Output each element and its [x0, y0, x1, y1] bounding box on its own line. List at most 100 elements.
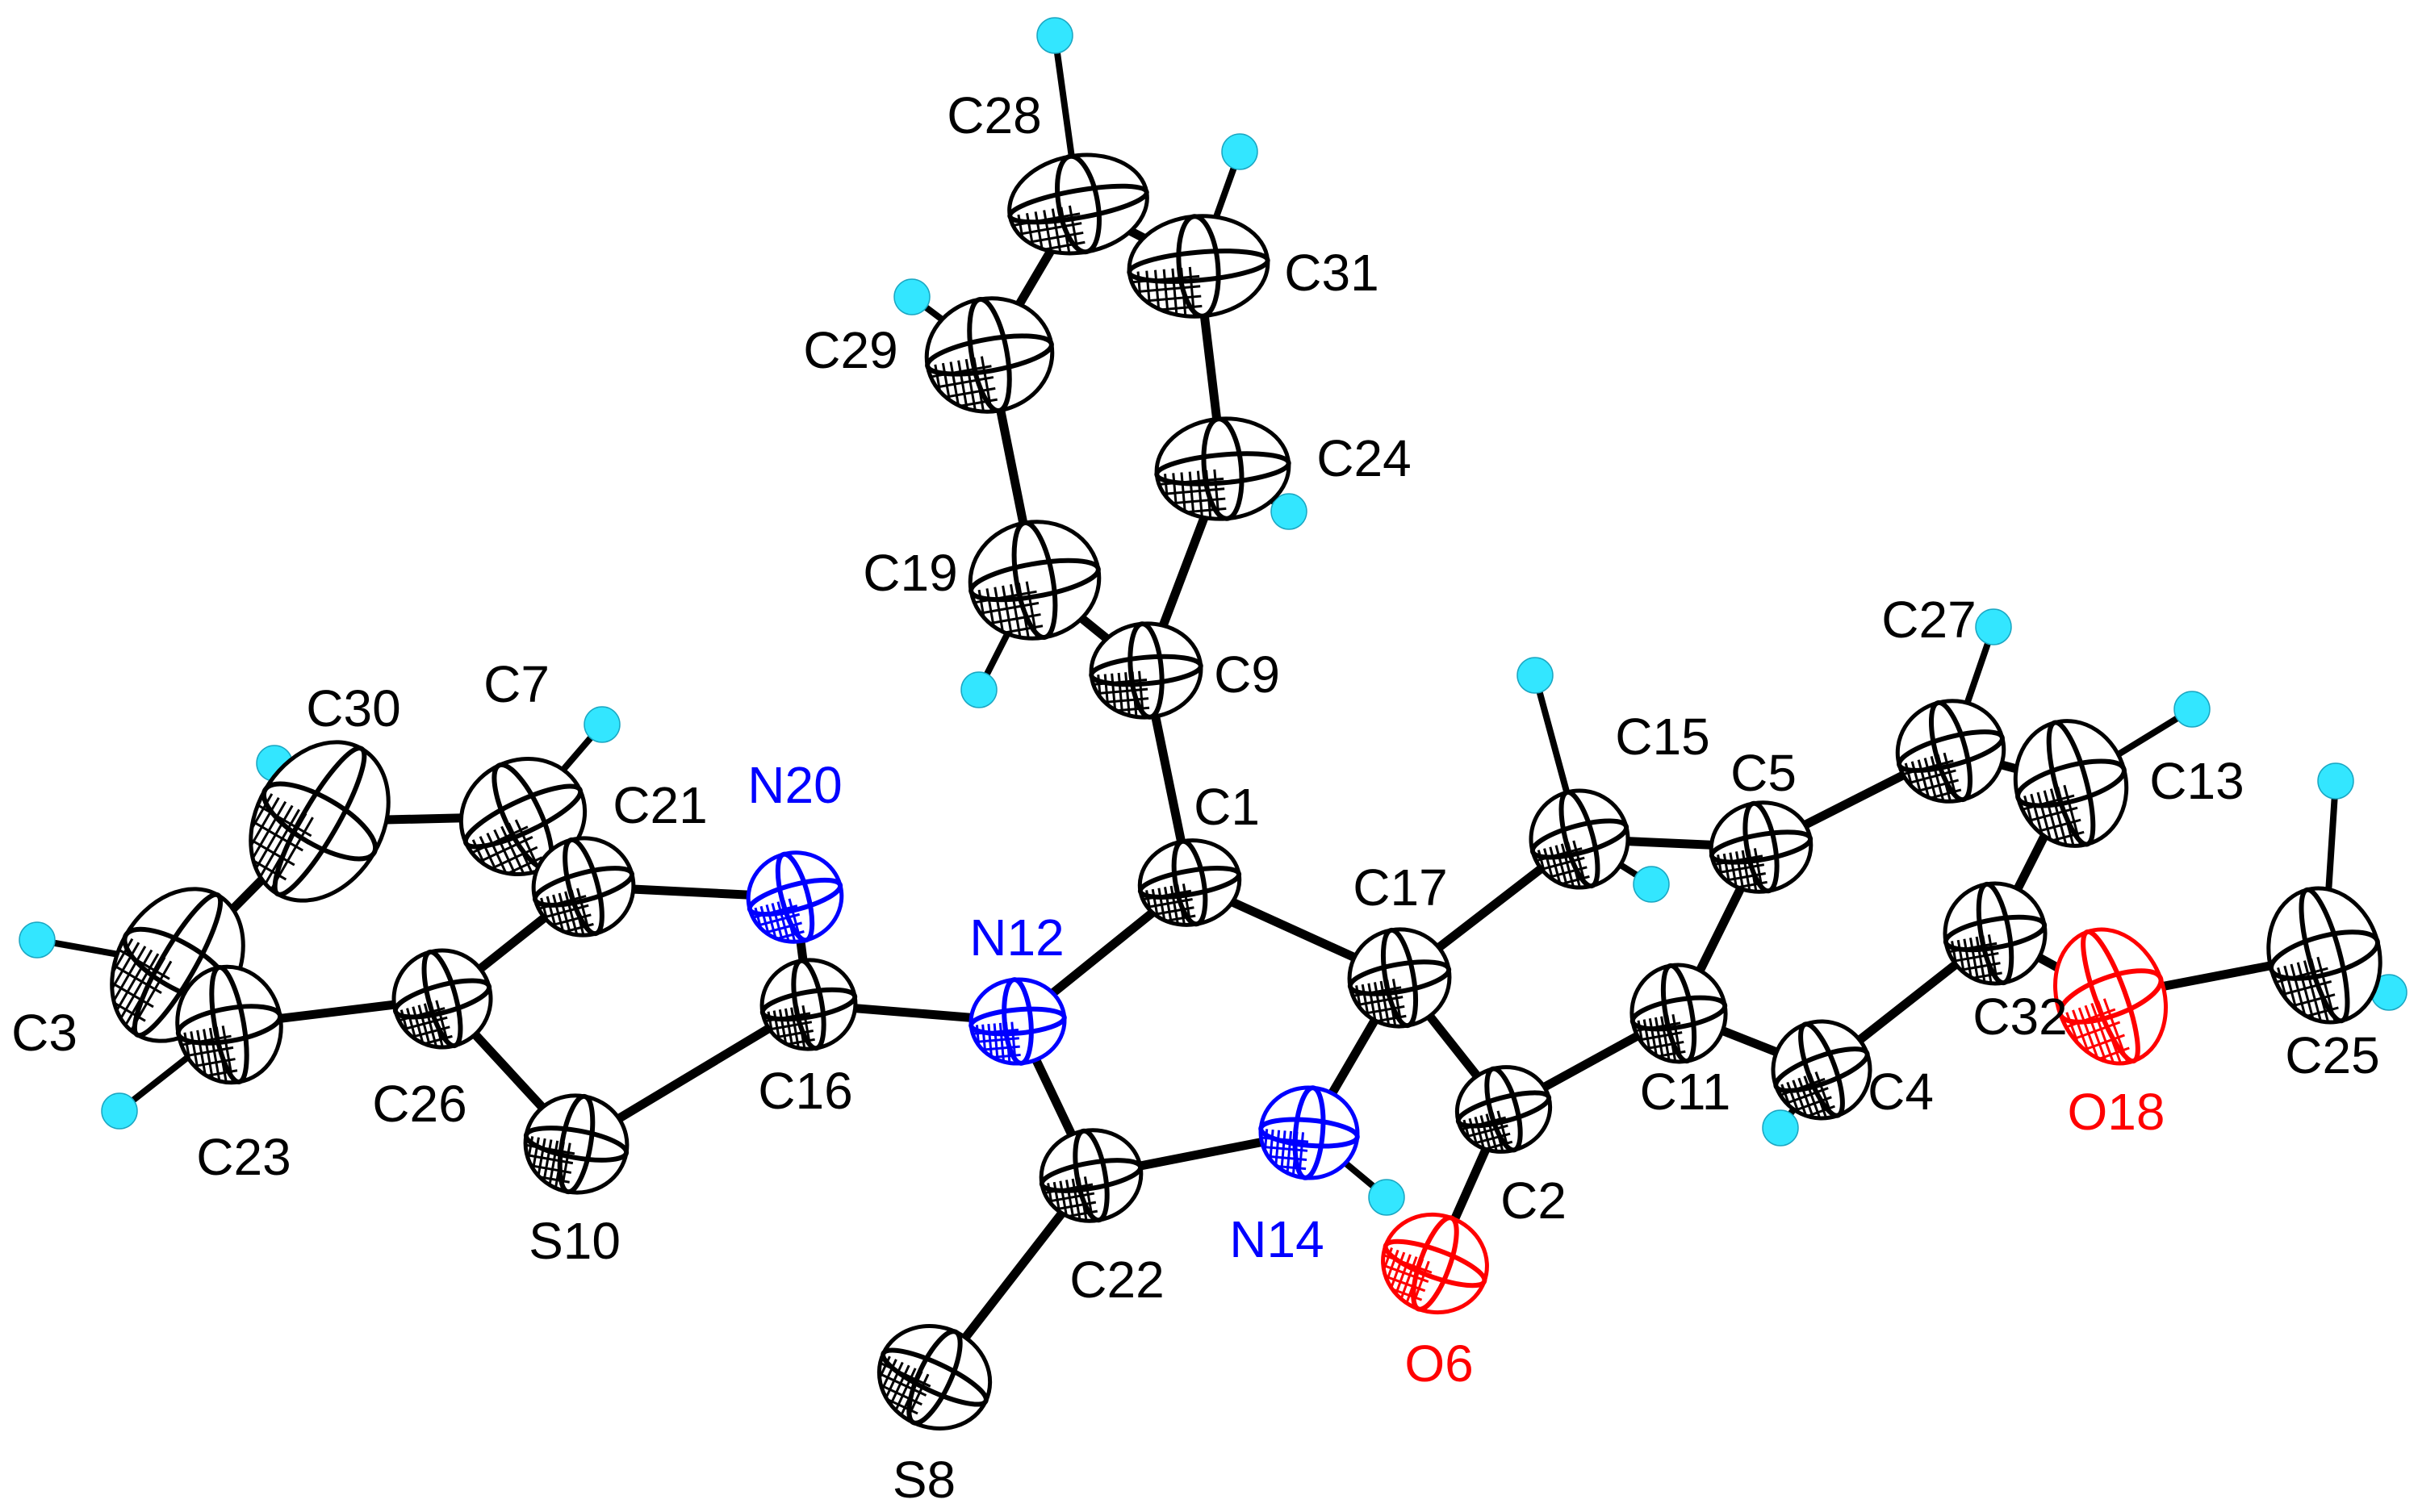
atom-label-o6: O6: [1404, 1334, 1473, 1393]
hatch-line: [1012, 212, 1081, 227]
atom-c23: [175, 964, 283, 1085]
hatch-line: [1960, 962, 2001, 971]
hatch-line: [1948, 942, 1998, 954]
hatch-line: [1383, 1263, 1429, 1283]
hatch-line: [500, 825, 525, 875]
atom-c17: [1347, 927, 1452, 1029]
hatch-line: [252, 820, 303, 852]
hatch-line: [1654, 1017, 1664, 1059]
hatch-line: [878, 1372, 927, 1397]
hatch-line: [881, 1359, 897, 1390]
hatch-line: [1473, 1132, 1511, 1145]
hatch-line: [507, 856, 543, 875]
hatch-line: [1908, 769, 1956, 785]
hatch-line: [1044, 1183, 1094, 1195]
atom-ellipsoid: [1529, 788, 1630, 890]
principal-ellipse: [1258, 1117, 1360, 1149]
atom-label-c23: C23: [196, 1128, 291, 1186]
principal-ellipse: [881, 1347, 989, 1407]
atom-c27: [1895, 699, 2006, 804]
hatch-line: [982, 1045, 1020, 1051]
hatch-line: [1145, 270, 1151, 304]
atom-n14: [1258, 1085, 1360, 1180]
principal-ellipse: [1773, 1046, 1870, 1093]
hatch-line: [113, 1001, 146, 1022]
hatch-line: [1814, 1071, 1834, 1118]
atom-c16: [759, 958, 858, 1051]
hatch-line: [254, 804, 294, 870]
hatch-line: [1391, 979, 1404, 1027]
hatch-line: [417, 1005, 431, 1046]
hatch-line: [2292, 993, 2336, 1008]
hatch-line: [1028, 231, 1084, 244]
principal-ellipse: [392, 978, 492, 1020]
hatch-line: [194, 1058, 236, 1067]
hatch-line: [880, 1384, 922, 1406]
principal-ellipse: [906, 1329, 963, 1426]
atom-label-c17: C17: [1353, 858, 1447, 917]
hatch-line: [1741, 850, 1751, 892]
principal-ellipse: [1137, 866, 1242, 900]
hatch-line: [2028, 806, 2078, 822]
octant-hatch: [1132, 266, 1203, 317]
hatch-line: [1116, 706, 1150, 712]
octant-hatch: [398, 1000, 453, 1048]
octant-hatch: [974, 581, 1044, 639]
octant-hatch: [1461, 1110, 1513, 1152]
hatch-line: [113, 964, 162, 994]
atom-c21: [531, 836, 636, 938]
principal-ellipse: [1798, 1021, 1845, 1118]
hydrogen-atom: [1270, 493, 1307, 530]
octant-hatch: [538, 888, 594, 936]
hatch-line: [960, 398, 998, 407]
atom-c24: [1154, 416, 1291, 521]
hatch-line: [1466, 1124, 1508, 1138]
principal-ellipse: [421, 949, 463, 1049]
hatch-line: [1391, 1288, 1423, 1301]
hydrogen-atom: [101, 1092, 138, 1130]
hatch-line: [1298, 1132, 1305, 1177]
atom-label-c26: C26: [372, 1075, 466, 1133]
hatch-line: [1943, 752, 1959, 801]
atom-c32: [1943, 881, 2048, 986]
atom-c11: [1629, 963, 1728, 1064]
hatch-line: [1065, 1180, 1075, 1219]
hatch-line: [2043, 790, 2060, 844]
atom-ellipsoid: [746, 850, 844, 944]
octant-hatch: [471, 819, 543, 875]
atom-c13: [2013, 719, 2129, 848]
principal-ellipse: [1127, 249, 1270, 284]
principal-ellipse: [209, 965, 249, 1084]
hatch-line: [190, 1031, 199, 1070]
octant-hatch: [111, 938, 173, 1032]
atom-ellipsoid: [876, 1323, 993, 1431]
hatch-line: [118, 948, 170, 980]
hatch-line: [889, 1364, 910, 1405]
atom-label-c7: C7: [483, 655, 550, 713]
hatch-line: [1383, 1254, 1433, 1274]
octant-hatch: [1634, 1013, 1686, 1063]
atom-label-c28: C28: [947, 86, 1041, 144]
atom-c31: [1127, 214, 1270, 319]
hatch-line: [1067, 1209, 1098, 1218]
hatch-line: [2063, 784, 2082, 846]
atom-c2: [1454, 1065, 1553, 1154]
principal-ellipse: [563, 837, 604, 937]
principal-ellipse: [132, 892, 224, 1038]
principal-ellipse: [2046, 720, 2096, 847]
hatch-line: [1807, 1105, 1835, 1117]
hatch-line: [539, 1176, 570, 1184]
hatch-line: [1286, 1130, 1293, 1173]
hatch-line: [930, 365, 992, 378]
hatch-line: [543, 904, 589, 919]
octant-hatch: [878, 1355, 931, 1420]
atom-label-c3: C3: [11, 1004, 77, 1062]
atom-label-c25: C25: [2285, 1026, 2379, 1084]
principal-ellipse: [2057, 968, 2164, 1025]
atom-c9: [1089, 621, 1203, 720]
octant-hatch: [1093, 670, 1150, 718]
hatch-line: [1560, 843, 1575, 888]
hatch-line: [1484, 1140, 1513, 1151]
hatch-line: [1902, 759, 1954, 776]
